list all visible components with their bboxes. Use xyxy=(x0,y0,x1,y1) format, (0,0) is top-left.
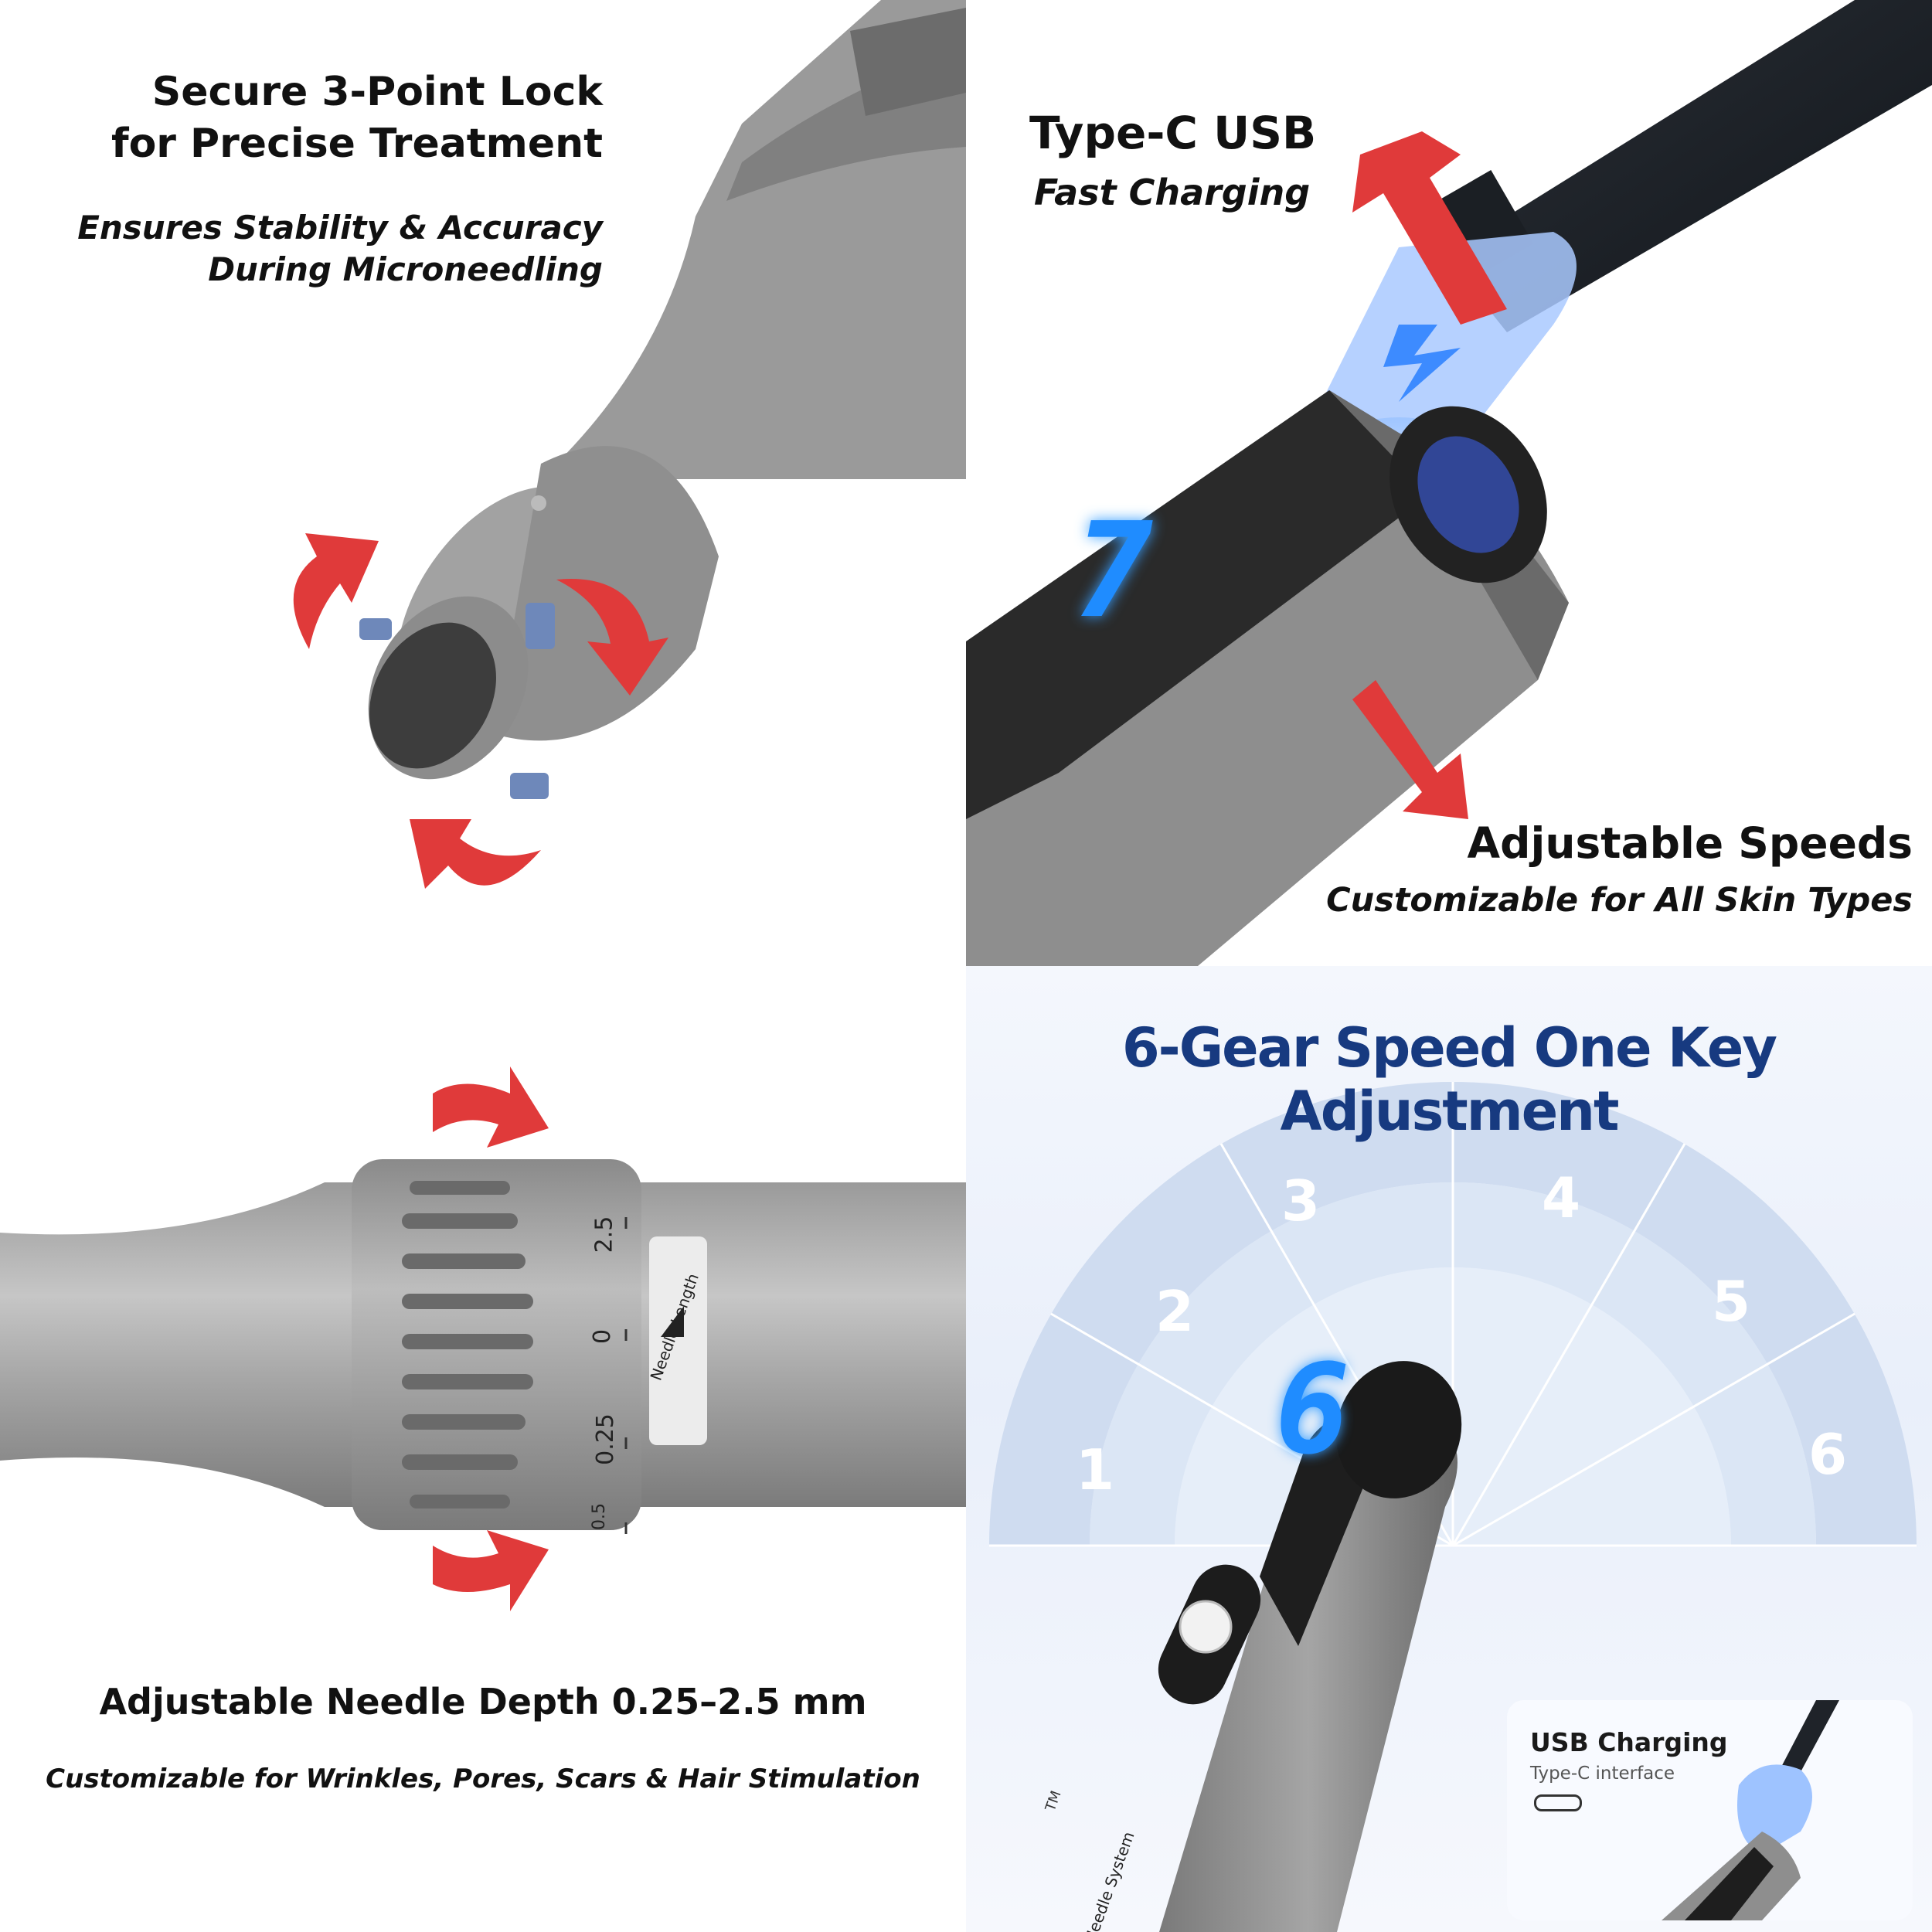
lock-tab xyxy=(359,618,392,640)
usb-card-title: USB Charging xyxy=(1530,1727,1728,1757)
dial-mark-0-5: 0.5 xyxy=(590,1503,609,1530)
rotate-arrow-icon xyxy=(433,1530,549,1611)
speed-title: 6-Gear Speed One Key Adjustment xyxy=(1121,1016,1777,1143)
pointer-triangle-icon xyxy=(661,1306,684,1337)
lock-sub-line2: During Microneedling xyxy=(208,250,603,288)
usb-sub: Fast Charging xyxy=(1034,172,1311,213)
dial-mark-2-5: 2.5 xyxy=(590,1216,618,1253)
lock-sub-line1: Ensures Stability & Accuracy xyxy=(77,209,603,247)
lock-heading-line2: for Precise Treatment xyxy=(111,121,603,167)
speed-button[interactable] xyxy=(1179,1600,1233,1654)
gear-5: 5 xyxy=(1712,1269,1751,1334)
gear-3: 3 xyxy=(1281,1168,1321,1233)
usb-charging-card: USB Charging Type-C interface xyxy=(1507,1700,1913,1920)
lock-heading-line1: Secure 3-Point Lock xyxy=(151,69,603,115)
speeds-heading: Adjustable Speeds xyxy=(1467,818,1913,868)
pen-body xyxy=(966,464,1569,966)
pen-grip-ridges xyxy=(850,8,966,116)
gear-2: 2 xyxy=(1155,1279,1195,1344)
usb-c-port-icon xyxy=(1534,1794,1582,1811)
needle-length-label-plate xyxy=(649,1236,707,1445)
panel-usb-speeds: 7 Type-C USB Fast Charging Adjustable Sp… xyxy=(966,0,1932,966)
dial-grip-ridges xyxy=(402,1181,533,1509)
pen-body xyxy=(1159,1406,1458,1932)
rotate-arrows xyxy=(433,1066,549,1611)
speeds-sub: Customizable for All Skin Types xyxy=(1326,881,1913,920)
rotate-arrow-icon xyxy=(293,533,379,649)
dial-mark-0-25: 0.25 xyxy=(591,1413,619,1465)
depth-dial-illustration xyxy=(0,1066,966,1611)
rotation-arrows xyxy=(293,533,668,889)
gear-4: 4 xyxy=(1542,1165,1581,1230)
usb-card-illustration xyxy=(1662,1700,1839,1920)
usb-card-sub: Type-C interface xyxy=(1530,1764,1675,1784)
lock-tab xyxy=(510,773,549,799)
pen-end-cap xyxy=(1335,1361,1462,1498)
pen-usb-illustration xyxy=(966,0,1932,966)
lightning-icon xyxy=(1383,325,1461,402)
rotate-arrow-icon xyxy=(433,1066,549,1148)
lock-tab xyxy=(526,603,555,649)
gear-dial-mid xyxy=(1090,1182,1816,1546)
rotate-arrow-icon xyxy=(556,579,668,696)
down-arrow-icon xyxy=(1352,680,1468,819)
pen-head-illustration xyxy=(293,0,966,889)
nozzle-opening xyxy=(369,622,496,769)
gear-1: 1 xyxy=(1076,1437,1115,1502)
panel-3-point-lock: Secure 3-Point Lock for Precise Treatmen… xyxy=(0,0,966,966)
mini-display xyxy=(1685,1847,1774,1920)
gear-6: 6 xyxy=(1808,1422,1848,1487)
panel-needle-depth: 2.5 0 0.25 0.5 Needle Length Adjustable … xyxy=(0,966,966,1932)
led-display-digit: 7 xyxy=(1074,495,1154,648)
direction-arrows xyxy=(1352,131,1507,819)
depth-sub: Customizable for Wrinkles, Pores, Scars … xyxy=(46,1764,920,1794)
charging-port xyxy=(1417,436,1519,553)
pen-edge xyxy=(1329,390,1569,680)
gear-dial-illustration xyxy=(989,1082,1917,1932)
display-panel xyxy=(966,390,1430,819)
mini-plug xyxy=(1737,1764,1812,1855)
panel-6-gear-speed: 6-Gear Speed One Key Adjustment 1 2 3 4 … xyxy=(966,966,1932,1932)
gear-dial-outer xyxy=(989,1082,1917,1546)
depth-heading: Adjustable Needle Depth 0.25–2.5 mm xyxy=(99,1681,867,1723)
rotate-arrow-icon xyxy=(410,819,541,889)
alignment-dot xyxy=(531,495,546,511)
led-display-digit: 6 xyxy=(1275,1337,1350,1481)
usb-heading: Type-C USB xyxy=(1029,107,1317,159)
up-arrow-icon xyxy=(1352,131,1507,325)
dial-mark-0: 0 xyxy=(589,1328,617,1345)
